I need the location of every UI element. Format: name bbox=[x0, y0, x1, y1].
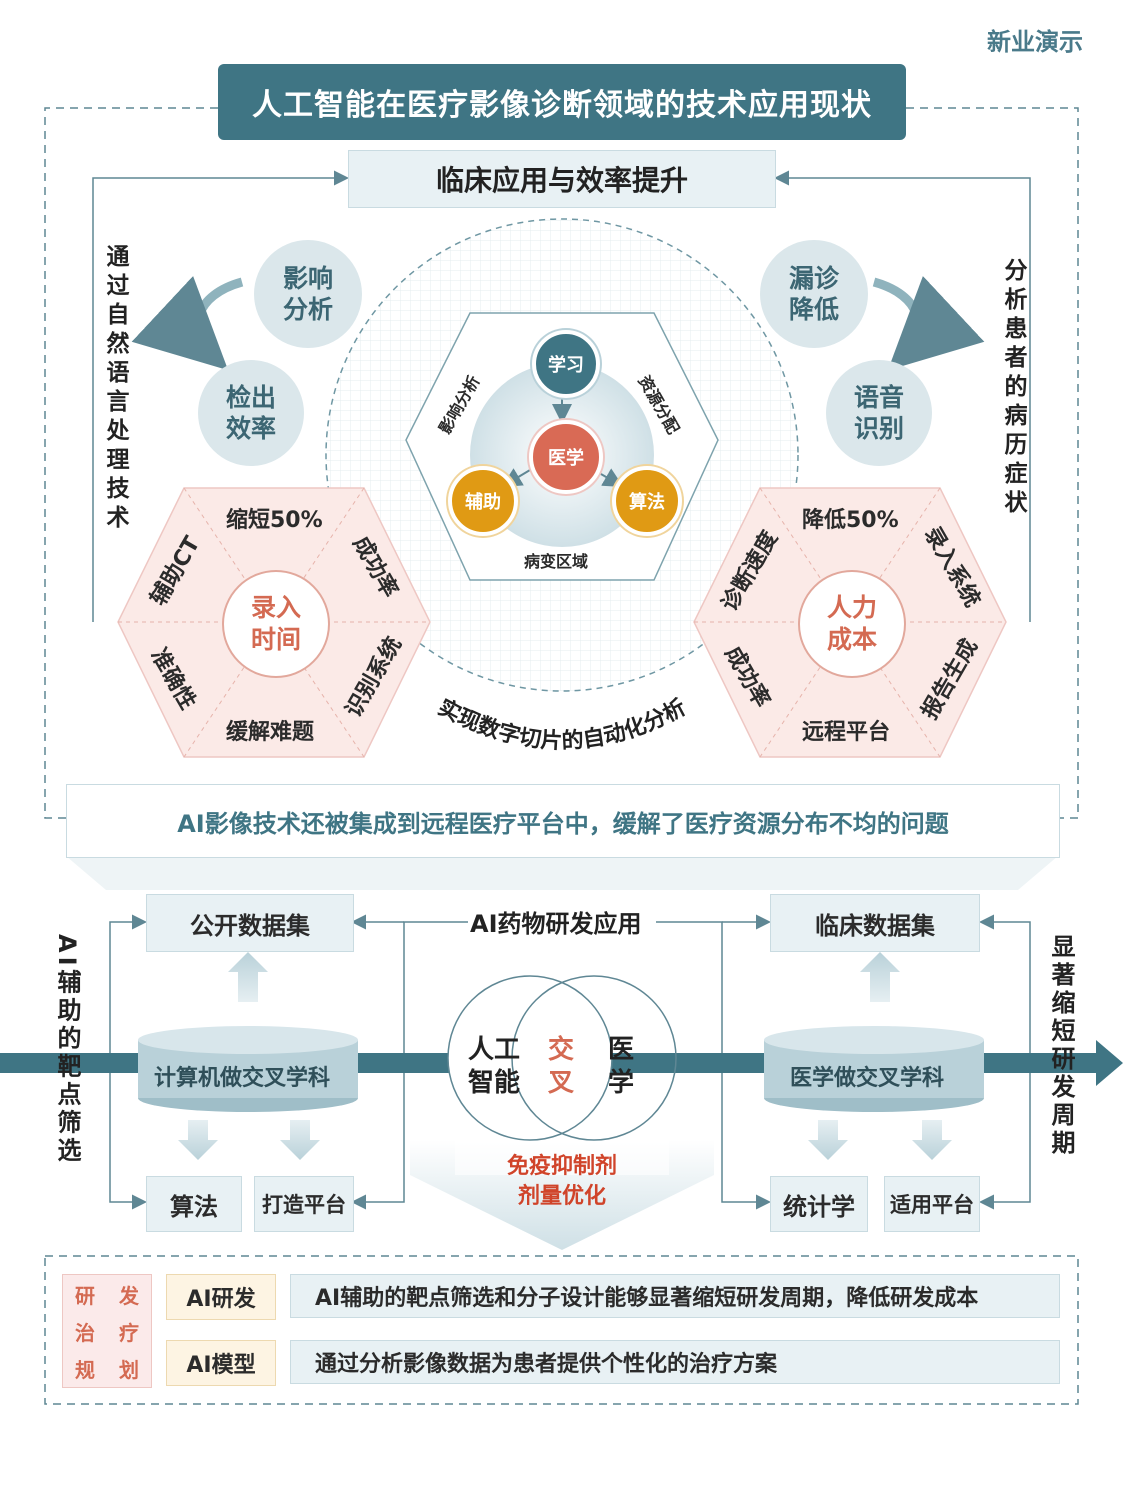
side-char-1: 研 bbox=[75, 1283, 95, 1308]
side-char-3: 治 bbox=[75, 1320, 95, 1345]
node-assist-label: 辅助 bbox=[465, 492, 501, 513]
circle-speech-recognition: 语音识别 bbox=[826, 360, 932, 466]
edge-label-lesion: 病变区域 bbox=[524, 552, 589, 571]
circle-missed-label: 漏诊降低 bbox=[788, 263, 839, 324]
section1-subtitle: 临床应用与效率提升 bbox=[348, 150, 776, 208]
venn-left-label: 人工智能 bbox=[467, 1035, 520, 1098]
side-char-5: 规 bbox=[75, 1357, 95, 1382]
left-hex-seg-top: 缩短50% bbox=[226, 508, 323, 533]
circle-missed-diagnosis: 漏诊降低 bbox=[760, 240, 868, 348]
side-char-6: 划 bbox=[119, 1357, 139, 1382]
statistics-box: 统计学 bbox=[770, 1176, 868, 1232]
applicable-platform-box: 适用平台 bbox=[884, 1176, 980, 1232]
node-learning-label: 学习 bbox=[548, 355, 584, 376]
right-hex-core: 人力成本 bbox=[798, 570, 906, 678]
section3-side-label: 研 发 治 疗 规 划 bbox=[62, 1274, 152, 1388]
algorithm-box: 算法 bbox=[146, 1176, 242, 1232]
side-char-2: 发 bbox=[119, 1283, 139, 1308]
node-learning: 学习 bbox=[532, 330, 600, 398]
section2-title: AI药物研发应用 bbox=[470, 910, 642, 938]
side-char-4: 疗 bbox=[119, 1320, 139, 1345]
circle-impact-analysis: 影响分析 bbox=[254, 240, 362, 348]
node-algorithm-label: 算法 bbox=[629, 492, 665, 513]
left-vertical-caption: 通过自然语言处理技术 bbox=[102, 244, 128, 534]
funnel-label: 免疫抑制剂剂量优化 bbox=[506, 1154, 617, 1209]
circle-impact-label: 影响分析 bbox=[282, 263, 333, 324]
section2-left-vertical: AI辅助的靶点筛选 bbox=[53, 934, 81, 1166]
public-dataset-box: 公开数据集 bbox=[146, 894, 354, 952]
page-title: 人工智能在医疗影像诊断领域的技术应用现状 bbox=[218, 64, 906, 140]
section2-right-vertical: 显著缩短研发周期 bbox=[1047, 934, 1075, 1158]
build-platform-box: 打造平台 bbox=[254, 1176, 354, 1232]
row1-text: AI辅助的靶点筛选和分子设计能够显著缩短研发周期，降低研发成本 bbox=[290, 1274, 1060, 1318]
summary-band: AI影像技术还被集成到远程医疗平台中，缓解了医疗资源分布不均的问题 bbox=[66, 784, 1060, 858]
clinical-dataset-box: 临床数据集 bbox=[770, 894, 980, 952]
right-vertical-caption: 分析患者的病历症状 bbox=[1000, 258, 1026, 519]
node-assist: 辅助 bbox=[448, 466, 518, 536]
row2-text: 通过分析影像数据为患者提供个性化的治疗方案 bbox=[290, 1340, 1060, 1384]
circle-detection-label: 检出效率 bbox=[225, 382, 276, 443]
left-cylinder-label: 计算机做交叉学科 bbox=[154, 1066, 331, 1091]
venn-right-label: 医学 bbox=[607, 1035, 634, 1098]
circle-speech-label: 语音识别 bbox=[853, 382, 904, 443]
left-hex-core: 录入时间 bbox=[222, 570, 330, 678]
node-core-medicine: 医学 bbox=[529, 420, 603, 494]
node-algorithm: 算法 bbox=[612, 466, 682, 536]
right-hex-seg-bottom: 远程平台 bbox=[802, 720, 891, 745]
circle-detection-efficiency: 检出效率 bbox=[198, 360, 304, 466]
left-hex-core-label: 录入时间 bbox=[250, 592, 301, 655]
venn-mid-label: 交叉 bbox=[547, 1035, 574, 1098]
right-cylinder-label: 医学做交叉学科 bbox=[790, 1066, 945, 1091]
left-hex-seg-bottom: 缓解难题 bbox=[226, 720, 315, 745]
node-core-label: 医学 bbox=[548, 448, 584, 469]
row2-tag: AI模型 bbox=[166, 1340, 276, 1386]
row1-tag: AI研发 bbox=[166, 1274, 276, 1320]
right-hex-seg-top: 降低50% bbox=[802, 508, 899, 533]
brand-label: 新业演示 bbox=[987, 28, 1083, 56]
right-hex-core-label: 人力成本 bbox=[826, 592, 877, 655]
